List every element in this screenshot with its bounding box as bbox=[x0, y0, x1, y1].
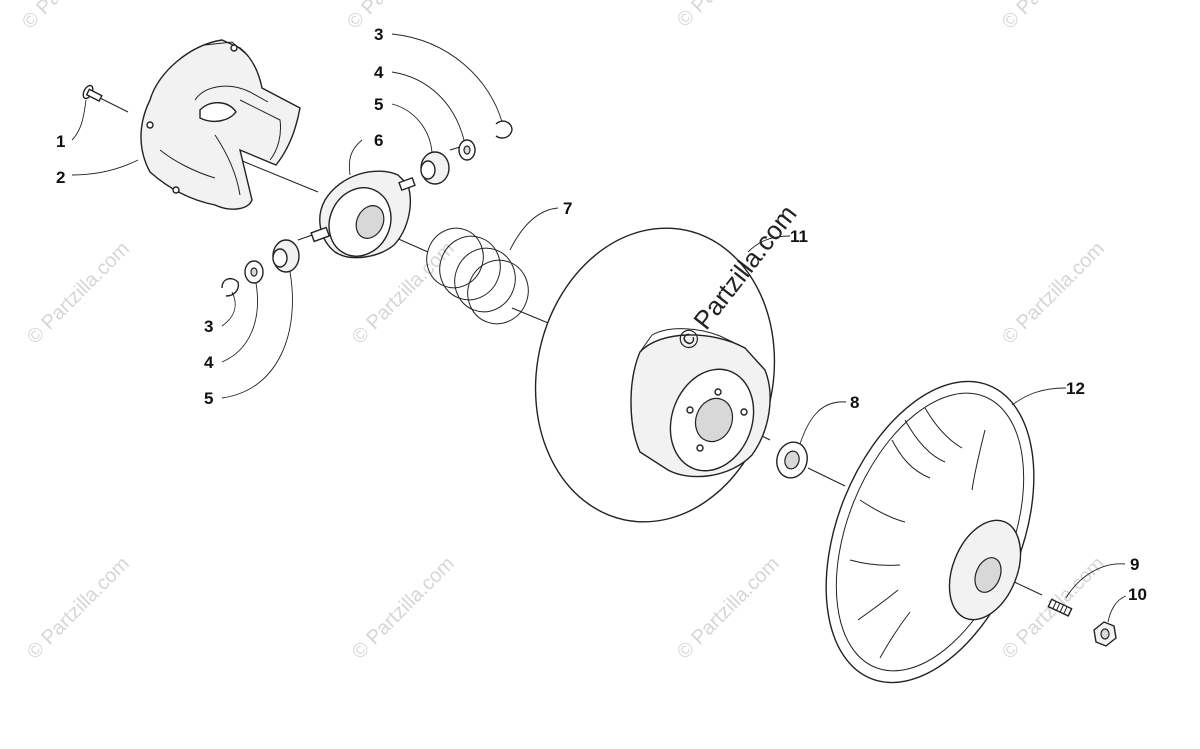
part-spring bbox=[426, 227, 529, 325]
watermark: © Partzilla.com bbox=[348, 553, 459, 664]
part-spider-cam bbox=[310, 170, 416, 259]
watermark: © Partzilla.com bbox=[998, 238, 1109, 349]
watermark: © Partzilla.com bbox=[998, 0, 1109, 34]
watermark: © Partzilla.com bbox=[343, 0, 454, 34]
part-cover-housing bbox=[140, 39, 301, 210]
part-fixed-sheave bbox=[825, 380, 1035, 684]
callout-5-top: 5 bbox=[374, 95, 383, 114]
callout-5-bottom: 5 bbox=[204, 389, 213, 408]
callout-3-top: 3 bbox=[374, 25, 383, 44]
watermark: © Partzilla.com bbox=[23, 553, 134, 664]
callout-3-bottom: 3 bbox=[204, 317, 213, 336]
callout-6: 6 bbox=[374, 131, 383, 150]
part-roller-top bbox=[420, 151, 450, 185]
part-movable-sheave bbox=[534, 227, 776, 523]
part-washer-large bbox=[776, 441, 808, 479]
callout-8: 8 bbox=[850, 393, 859, 412]
part-nut bbox=[1093, 621, 1117, 647]
part-washer-top bbox=[458, 139, 476, 161]
watermark: © Partzilla.com bbox=[18, 0, 129, 34]
callout-7: 7 bbox=[563, 199, 572, 218]
callout-10: 10 bbox=[1128, 585, 1147, 604]
callout-1: 1 bbox=[56, 132, 65, 151]
callout-9: 9 bbox=[1130, 555, 1139, 574]
leader-lines bbox=[71, 33, 1127, 623]
callout-4-bottom: 4 bbox=[204, 353, 214, 372]
callout-labels: 1 2 3 4 5 6 3 4 5 7 11 8 12 9 10 bbox=[56, 25, 1147, 604]
callout-2: 2 bbox=[56, 168, 65, 187]
part-clip-top bbox=[495, 120, 513, 139]
watermark: © Partzilla.com bbox=[673, 553, 784, 664]
part-clip-bottom bbox=[221, 277, 240, 297]
part-roller-bottom bbox=[272, 239, 300, 273]
callout-12: 12 bbox=[1066, 379, 1085, 398]
part-stud bbox=[1047, 598, 1073, 617]
part-screw bbox=[82, 84, 103, 102]
part-washer-bottom bbox=[244, 260, 264, 284]
callout-4-top: 4 bbox=[374, 63, 384, 82]
watermark: © Partzilla.com bbox=[23, 238, 134, 349]
watermark: © Partzilla.com bbox=[673, 0, 784, 32]
callout-11: 11 bbox=[790, 227, 808, 246]
